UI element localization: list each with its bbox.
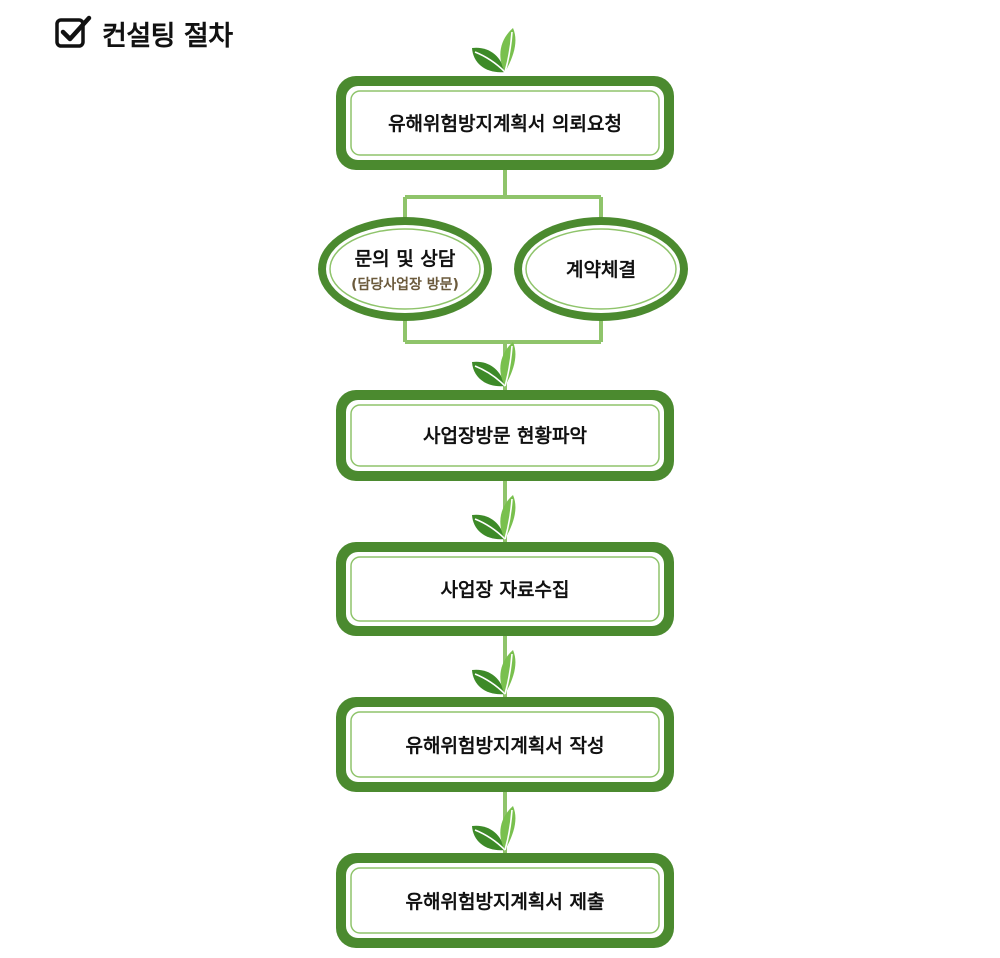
leaf-icon <box>471 805 517 852</box>
step-box-site-visit: 사업장방문 현황파악 <box>336 390 674 481</box>
step-label: 사업장방문 현황파악 <box>423 424 587 447</box>
step-box-plan-writing: 유해위험방지계획서 작성 <box>336 697 674 792</box>
branch-label: 계약체결 <box>566 259 636 281</box>
step-box-data-collection: 사업장 자료수집 <box>336 542 674 636</box>
header: 컨설팅 절차 <box>54 14 233 53</box>
step-label: 사업장 자료수집 <box>441 579 570 601</box>
step-box-request: 유해위험방지계획서 의뢰요청 <box>336 76 674 170</box>
branch-sublabel: (담당사업장 방문) <box>351 276 459 293</box>
leaf-icon <box>471 649 517 696</box>
leaf-icon <box>471 494 517 541</box>
step-box-plan-submission: 유해위험방지계획서 제출 <box>336 853 674 948</box>
step-label: 유해위험방지계획서 작성 <box>406 735 605 757</box>
leaf-icon <box>471 27 517 74</box>
page-title: 컨설팅 절차 <box>102 21 233 52</box>
step-label: 유해위험방지계획서 의뢰요청 <box>388 113 622 135</box>
branch-label: 문의 및 상담 <box>355 248 456 270</box>
branch-ellipse-contract: 계약체결 <box>514 217 688 321</box>
checkbox-checked-icon <box>54 15 92 53</box>
branch-ellipse-consultation: 문의 및 상담 (담당사업장 방문) <box>318 217 492 321</box>
step-label: 유해위험방지계획서 제출 <box>406 891 605 913</box>
leaf-icon <box>471 341 517 388</box>
